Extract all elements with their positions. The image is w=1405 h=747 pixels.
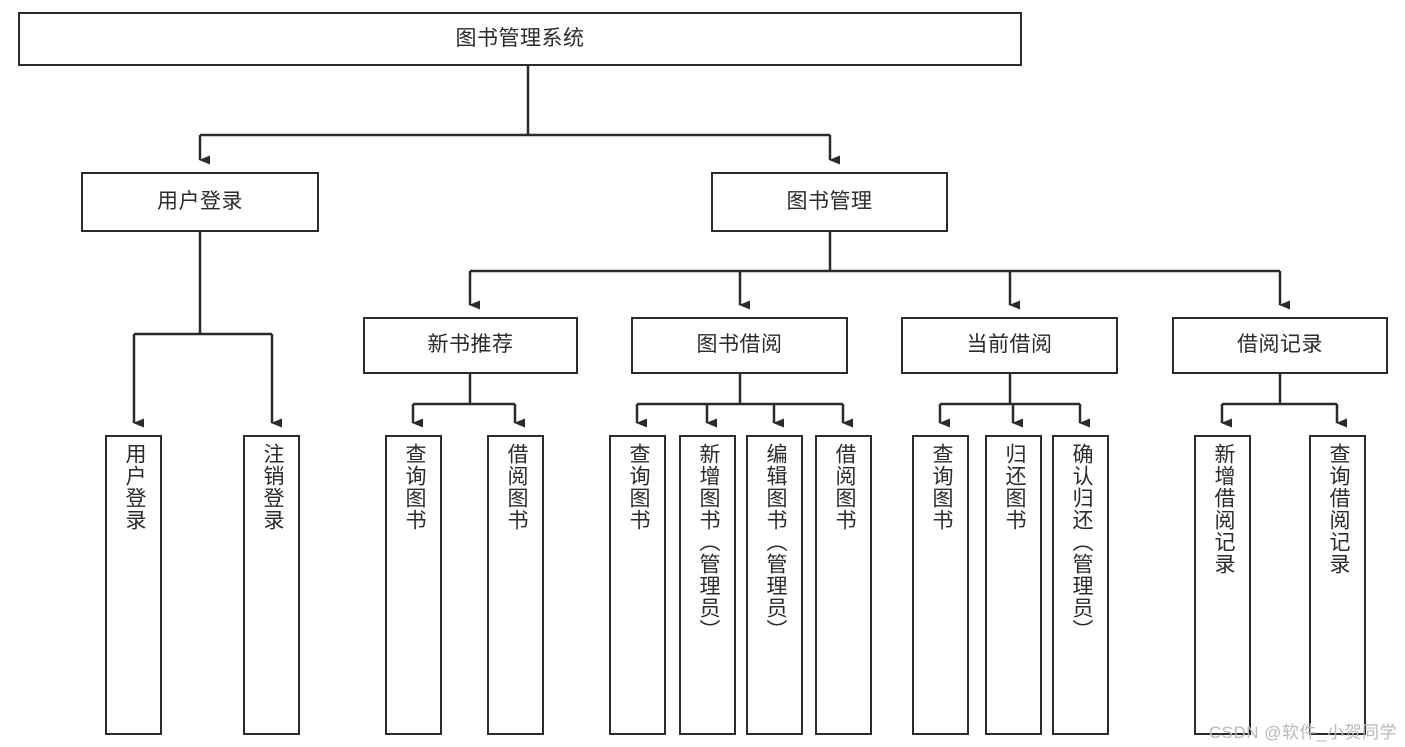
node-root-label: 图书管理系统 bbox=[455, 26, 585, 50]
node-book-borrow-label: 图书借阅 bbox=[696, 333, 783, 357]
node-leaf-query-record[interactable]: 查询借阅记录 bbox=[1309, 435, 1366, 735]
node-leaf-add-book[interactable]: 新增图书（管理员） bbox=[679, 435, 736, 735]
node-leaf-query-record-label: 查询借阅记录 bbox=[1326, 443, 1350, 575]
node-leaf-user-login[interactable]: 用户登录 bbox=[105, 435, 162, 735]
node-user-login[interactable]: 用户登录 bbox=[81, 172, 319, 232]
node-leaf-query-book-3[interactable]: 查询图书 bbox=[912, 435, 969, 735]
node-leaf-add-book-label: 新增图书（管理员） bbox=[696, 443, 720, 641]
node-book-manage[interactable]: 图书管理 bbox=[711, 172, 948, 232]
node-leaf-query-book-1[interactable]: 查询图书 bbox=[385, 435, 442, 735]
node-leaf-return-book[interactable]: 归还图书 bbox=[985, 435, 1042, 735]
node-leaf-confirm-return-label: 确认归还（管理员） bbox=[1069, 443, 1093, 641]
node-root[interactable]: 图书管理系统 bbox=[18, 12, 1022, 66]
node-leaf-user-login-label: 用户登录 bbox=[122, 443, 146, 531]
node-book-borrow[interactable]: 图书借阅 bbox=[631, 317, 848, 374]
node-borrow-record-label: 借阅记录 bbox=[1237, 333, 1323, 357]
node-borrow-record[interactable]: 借阅记录 bbox=[1172, 317, 1388, 374]
node-leaf-logout-label: 注销登录 bbox=[260, 443, 284, 531]
node-leaf-borrow-book-1-label: 借阅图书 bbox=[504, 443, 528, 531]
node-leaf-borrow-book-1[interactable]: 借阅图书 bbox=[487, 435, 544, 735]
node-current-borrow-label: 当前借阅 bbox=[966, 333, 1053, 357]
node-new-book-rec-label: 新书推荐 bbox=[427, 333, 514, 357]
node-leaf-logout[interactable]: 注销登录 bbox=[243, 435, 300, 735]
node-leaf-edit-book-label: 编辑图书（管理员） bbox=[763, 443, 787, 641]
node-book-manage-label: 图书管理 bbox=[786, 189, 873, 213]
node-leaf-borrow-book-2[interactable]: 借阅图书 bbox=[815, 435, 872, 735]
node-user-login-label: 用户登录 bbox=[157, 189, 243, 213]
node-current-borrow[interactable]: 当前借阅 bbox=[901, 317, 1118, 374]
node-leaf-query-book-2-label: 查询图书 bbox=[626, 443, 650, 531]
node-leaf-add-record-label: 新增借阅记录 bbox=[1211, 443, 1235, 575]
node-leaf-confirm-return[interactable]: 确认归还（管理员） bbox=[1052, 435, 1109, 735]
node-leaf-query-book-1-label: 查询图书 bbox=[402, 443, 426, 531]
node-leaf-query-book-3-label: 查询图书 bbox=[929, 443, 953, 531]
node-new-book-rec[interactable]: 新书推荐 bbox=[363, 317, 578, 374]
node-leaf-edit-book[interactable]: 编辑图书（管理员） bbox=[746, 435, 803, 735]
node-leaf-query-book-2[interactable]: 查询图书 bbox=[609, 435, 666, 735]
node-leaf-borrow-book-2-label: 借阅图书 bbox=[832, 443, 856, 531]
node-leaf-return-book-label: 归还图书 bbox=[1002, 443, 1026, 531]
node-leaf-add-record[interactable]: 新增借阅记录 bbox=[1194, 435, 1251, 735]
